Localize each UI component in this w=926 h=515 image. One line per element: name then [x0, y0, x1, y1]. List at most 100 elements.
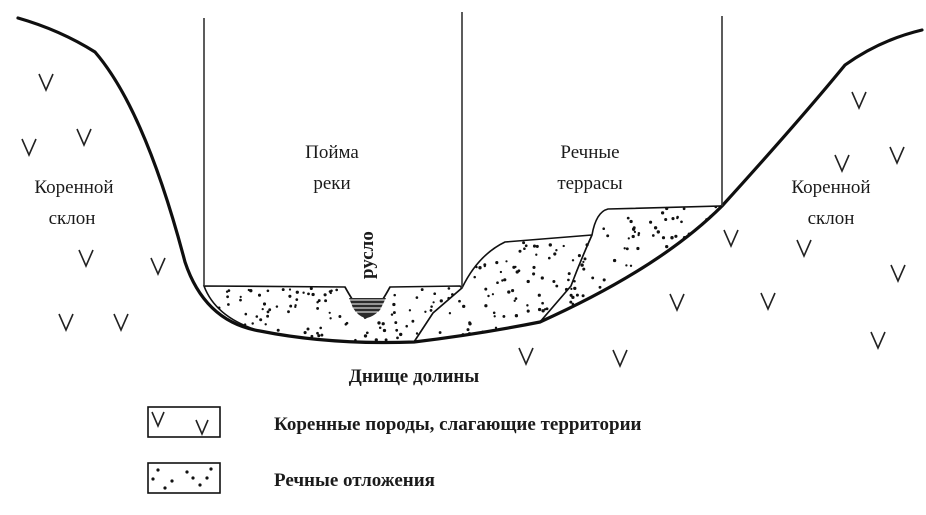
sediment-dot	[392, 302, 396, 307]
sediment-dot	[309, 286, 313, 291]
sediment-dot	[532, 272, 536, 276]
sediment-dot	[411, 319, 415, 323]
sediment-dot	[399, 332, 403, 337]
sediment-dot	[424, 310, 427, 313]
sediment-dot	[382, 328, 387, 333]
sediment-dot	[259, 318, 263, 322]
legend-sediment-dot	[185, 470, 189, 474]
sediment-dot	[515, 270, 519, 274]
sediment-dot	[518, 249, 522, 253]
sediment-dot	[653, 226, 658, 230]
sediment-dot	[682, 207, 686, 211]
sediment-dot	[317, 299, 321, 303]
sediment-dot	[535, 244, 539, 248]
sediment-dot	[633, 230, 637, 234]
sediment-dot	[526, 309, 530, 313]
sediment-dot	[329, 291, 332, 295]
sediment-dot	[316, 331, 319, 335]
sediment-dot	[287, 310, 290, 314]
sediment-dot	[569, 293, 573, 297]
legend: Коренные породы, слагающие территории Ре…	[147, 406, 642, 494]
sediment-dot	[541, 309, 545, 313]
sediment-dot	[338, 315, 342, 318]
bedrock-v-mark	[669, 293, 685, 312]
sediment-dot	[661, 236, 666, 240]
sediment-dot	[384, 338, 388, 342]
sediment-dot	[244, 312, 248, 316]
sediment-dot	[487, 294, 490, 298]
legend-sediment-dot	[170, 479, 174, 483]
legend-sediments-label: Речные отложения	[274, 470, 435, 491]
sediment-dot	[420, 288, 424, 292]
channel-label: русло	[357, 231, 378, 279]
sediment-dot	[289, 304, 293, 308]
sediment-dot	[324, 299, 328, 303]
sediment-dot	[581, 294, 585, 298]
sediment-dot	[484, 304, 488, 308]
sediment-dot	[311, 292, 315, 297]
sediment-dot	[239, 295, 242, 298]
sediment-dot	[552, 279, 556, 284]
terraces-label-line2: террасы	[557, 173, 623, 194]
sediment-dot	[495, 261, 499, 265]
legend-bedrock-swatch	[147, 406, 221, 438]
sediment-dot	[392, 311, 396, 315]
legend-v-mark	[195, 419, 209, 437]
sediment-dot	[524, 244, 528, 248]
sediment-dot	[637, 231, 641, 235]
sediment-dot	[636, 246, 640, 251]
sediment-dot	[365, 331, 369, 335]
sediment-dot	[626, 216, 630, 220]
sediment-dot	[649, 220, 653, 224]
bedrock-v-mark	[38, 73, 54, 92]
legend-sediment-dot	[191, 476, 195, 480]
sediment-dot	[583, 257, 587, 261]
sediment-dot	[306, 327, 310, 331]
legend-sediment-dot	[156, 468, 160, 472]
sediment-dot	[415, 296, 419, 299]
sediment-dot	[503, 278, 507, 282]
sediment-dot	[676, 216, 679, 220]
sediment-dot	[674, 234, 678, 238]
sediment-dot	[543, 308, 547, 311]
sediment-dot	[548, 243, 552, 247]
sediment-dot	[390, 313, 394, 316]
sediment-dot	[714, 205, 718, 209]
bedrock-v-mark	[518, 347, 534, 366]
sediment-dot	[598, 285, 602, 289]
valley-floor-label: Днище долины	[349, 366, 480, 387]
sediment-dot	[320, 333, 324, 337]
sediment-dot	[468, 322, 472, 326]
sediment-dot	[567, 278, 570, 282]
left-slope-label-line2: склон	[49, 208, 96, 229]
sediment-dot	[545, 307, 549, 311]
sediment-dot	[484, 287, 488, 291]
sediment-dot	[582, 260, 585, 264]
sediment-dot	[631, 227, 636, 231]
sediment-dot	[496, 281, 499, 285]
sediment-dot	[268, 308, 272, 312]
sediment-dot	[227, 303, 230, 306]
sediment-dot	[573, 286, 577, 291]
sediment-dot	[660, 211, 665, 215]
sediment-dot	[302, 291, 305, 294]
legend-bedrock-label: Коренные породы, слагающие территории	[274, 414, 642, 435]
sediment-dot	[532, 265, 536, 269]
bedrock-v-mark	[834, 154, 850, 173]
sediment-dot	[261, 307, 264, 311]
sediment-dot	[329, 317, 332, 320]
sediment-dot	[564, 287, 569, 292]
sediment-dot	[447, 296, 451, 300]
sediment-dot	[266, 310, 270, 314]
sediment-dot	[475, 265, 478, 269]
sediment-dot	[255, 315, 259, 318]
sediment-dot	[276, 328, 280, 332]
sediment-dot	[499, 270, 503, 274]
sediment-dot	[514, 297, 518, 300]
floodplain-label-line2: реки	[313, 173, 350, 194]
sediment-dot	[323, 293, 327, 297]
sediment-dot	[575, 293, 579, 297]
bedrock-v-mark	[612, 349, 628, 368]
sediment-dot	[405, 324, 408, 328]
